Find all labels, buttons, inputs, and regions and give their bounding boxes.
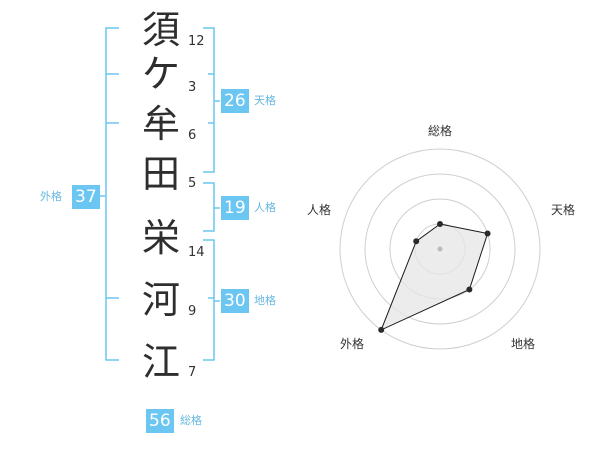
- jinkaku-bracket: [203, 182, 215, 232]
- name-char-4: 田: [141, 152, 180, 196]
- stroke-count-4: 5: [188, 176, 197, 191]
- name-char-6: 河: [141, 278, 180, 322]
- stroke-count-7: 7: [188, 365, 197, 380]
- chikaku-label: 地格: [254, 294, 276, 307]
- radar-ring-4: [339, 148, 541, 350]
- radar-point-3: [466, 286, 473, 293]
- gaikaku-label: 外格: [40, 190, 62, 203]
- radar-point-5: [413, 238, 420, 245]
- gaikaku-bracket: [105, 27, 119, 361]
- stroke-count-3: 6: [188, 128, 197, 143]
- soukaku-label: 総格: [180, 414, 202, 427]
- radar-point-4: [378, 326, 385, 333]
- tenkaku-value: 26: [221, 89, 249, 113]
- gaikaku-value: 37: [72, 185, 100, 209]
- name-char-1: 須: [141, 8, 180, 52]
- tenkaku-label: 天格: [254, 94, 276, 107]
- radar-label-chikaku: 地格: [511, 337, 536, 351]
- radar-label-tenkaku: 天格: [551, 203, 576, 217]
- chikaku-value: 30: [221, 289, 249, 313]
- chikaku-bracket: [203, 239, 215, 361]
- soukaku-value: 56: [146, 409, 174, 433]
- name-char-7: 江: [141, 340, 180, 384]
- radar-ring-3: [364, 173, 516, 325]
- radar-point-1: [437, 221, 443, 227]
- name-char-2: ケ: [141, 52, 180, 96]
- radar-label-jinkaku: 人格: [307, 203, 332, 217]
- jinkaku-label: 人格: [254, 201, 276, 214]
- radar-label-gaikaku: 外格: [340, 337, 365, 351]
- stroke-count-1: 12: [188, 34, 205, 49]
- radar-point-2: [484, 230, 491, 237]
- stroke-count-2: 3: [188, 80, 197, 95]
- radar-label-soukaku: 総格: [428, 124, 453, 138]
- name-char-5: 栄: [141, 216, 180, 260]
- radar-chart: [339, 148, 541, 350]
- radar-center-dot: [437, 246, 443, 252]
- stroke-count-5: 14: [188, 245, 205, 260]
- kaku-brackets: [99, 27, 220, 361]
- radar-area: [380, 223, 489, 331]
- jinkaku-value: 19: [221, 196, 249, 220]
- name-char-3: 牟: [141, 102, 180, 146]
- tenkaku-bracket: [203, 27, 215, 173]
- stroke-count-6: 9: [188, 304, 197, 319]
